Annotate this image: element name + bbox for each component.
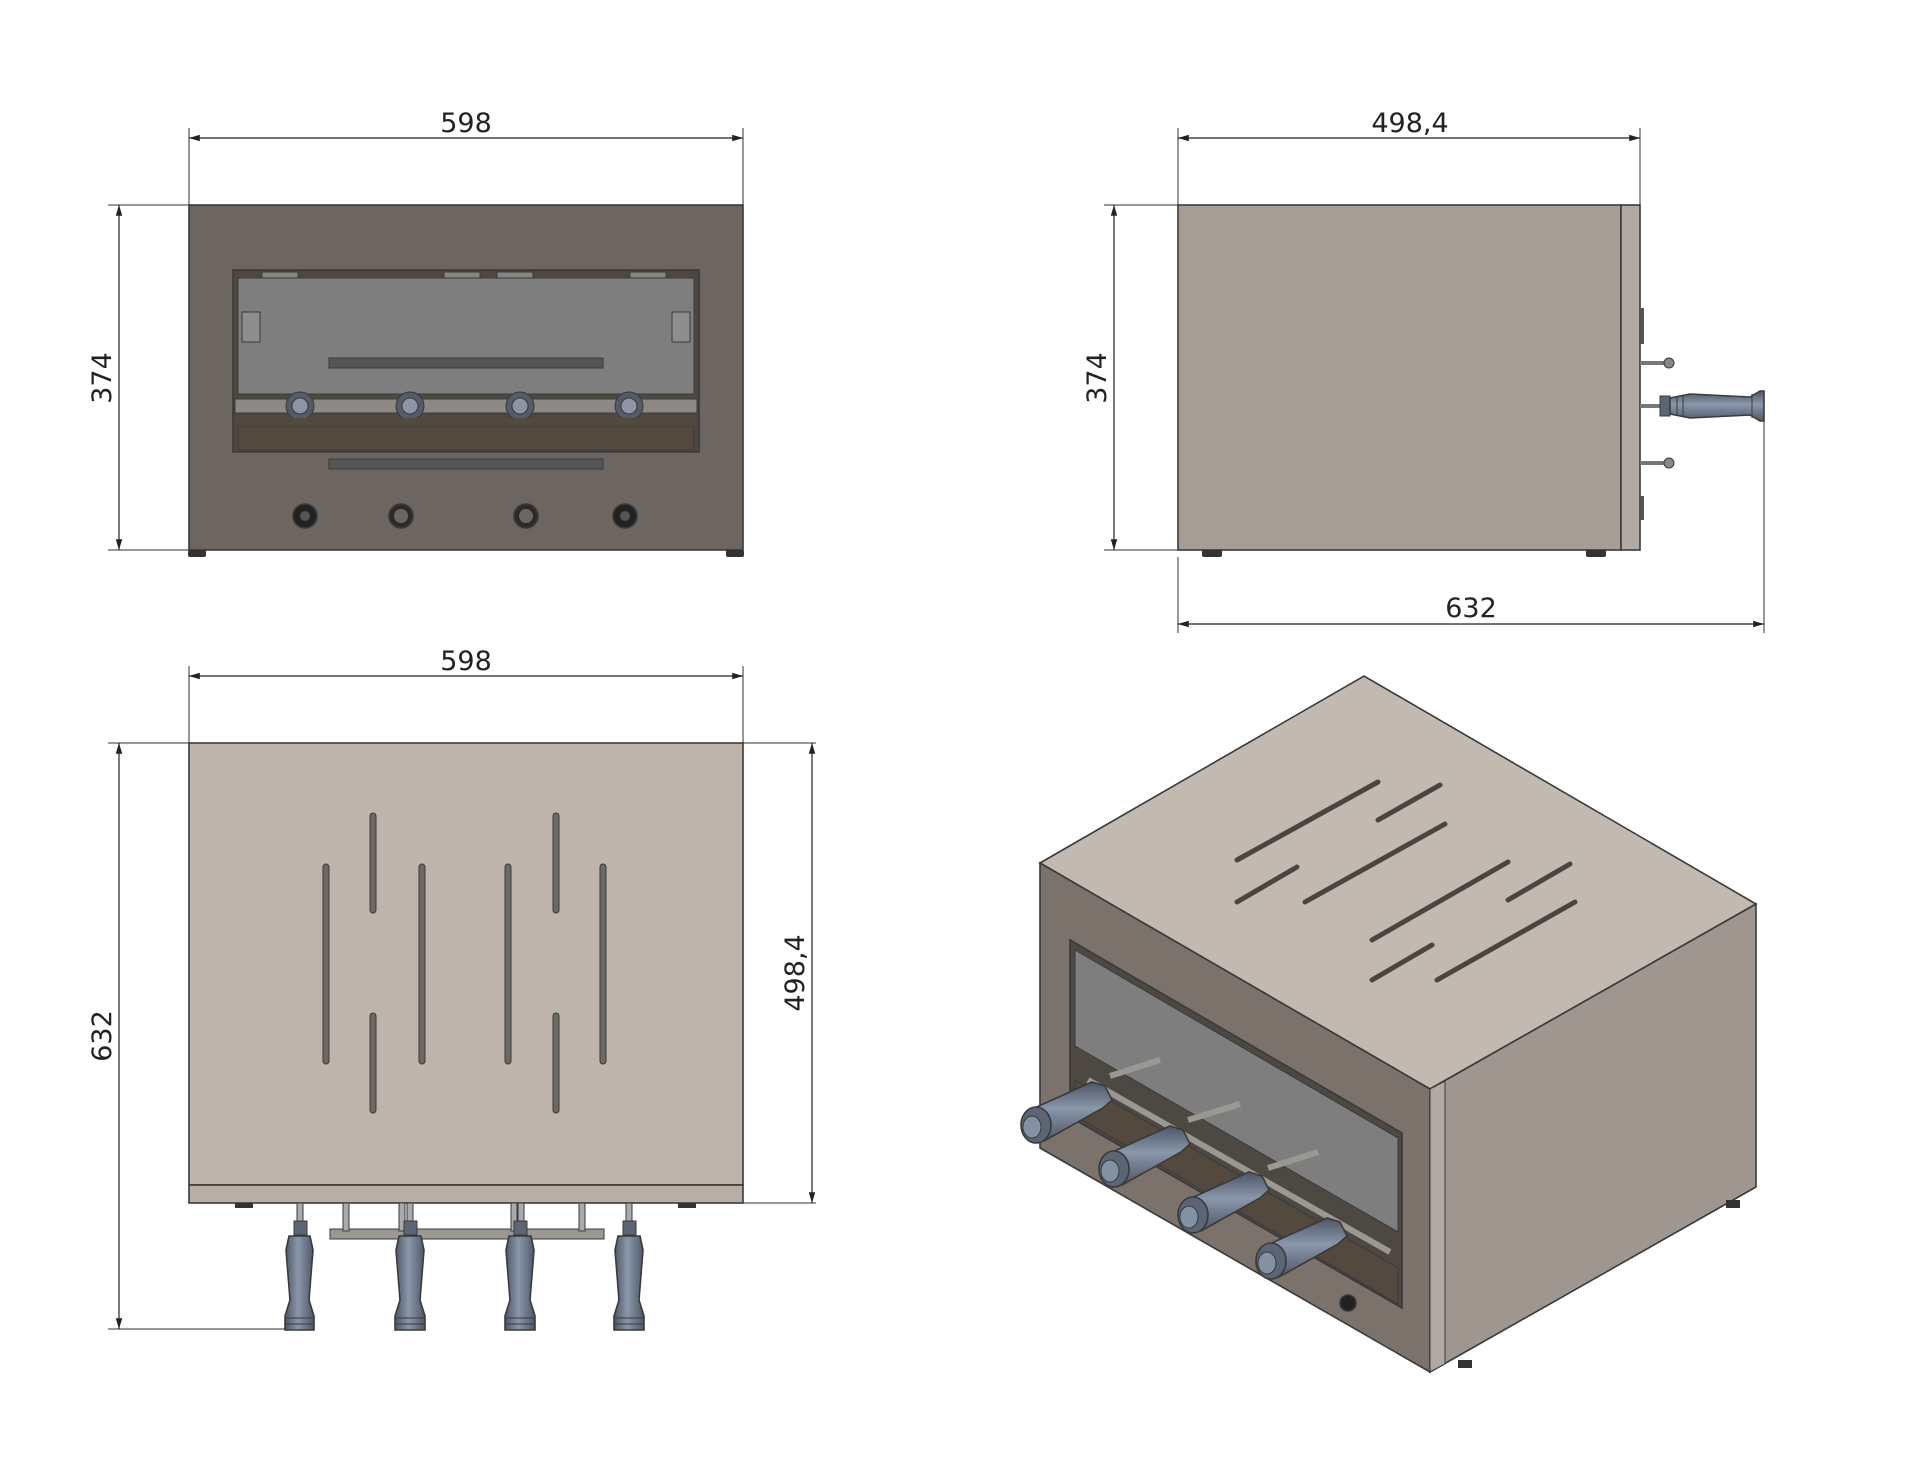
top-spit-rods (296, 1202, 633, 1240)
front-view: 598 374 (87, 108, 744, 557)
front-height-dimension: 374 (87, 204, 189, 551)
top-handle (394, 1220, 426, 1331)
spit-rail (234, 398, 698, 414)
iso-handle (1255, 1217, 1348, 1280)
side-view: 498,4 374 (1082, 108, 1765, 633)
iso-handle (1177, 1171, 1270, 1234)
iso-handles (1020, 1081, 1348, 1280)
top-width-label: 598 (440, 646, 492, 677)
side-height-label: 374 (1082, 352, 1113, 404)
front-height-label: 374 (87, 352, 118, 404)
iso-top-vent-slots (1234, 779, 1578, 983)
side-width-label: 498,4 (1371, 108, 1448, 139)
lower-window (237, 425, 695, 451)
front-frame-edge (1620, 204, 1641, 551)
side-handle (1659, 390, 1765, 422)
iso-handle (1020, 1081, 1113, 1144)
iso-handle (1098, 1125, 1191, 1188)
side-panel (1177, 204, 1622, 551)
top-body-depth-dimension: 498,4 (743, 742, 816, 1204)
top-handle (284, 1220, 315, 1331)
top-depth-label: 632 (87, 1010, 118, 1062)
top-handle (504, 1220, 536, 1331)
side-height-dimension: 374 (1082, 204, 1178, 551)
top-view: 598 632 498,4 (87, 646, 816, 1331)
top-handles (284, 1220, 645, 1331)
side-overall-depth-dimension: 632 (1177, 421, 1765, 633)
front-spit-hubs (285, 391, 644, 421)
front-width-label: 598 (440, 108, 492, 139)
top-body-depth-label: 498,4 (780, 934, 811, 1011)
top-handle (613, 1220, 645, 1331)
front-control-knobs (292, 503, 638, 529)
top-surface (188, 742, 744, 1186)
iso-glass-panel (1074, 949, 1399, 1233)
top-width-dimension: 598 (188, 646, 744, 743)
front-width-dimension: 598 (188, 108, 744, 205)
side-overall-depth-label: 632 (1445, 593, 1497, 624)
top-depth-dimension: 632 (87, 742, 286, 1330)
side-width-dimension: 498,4 (1177, 108, 1641, 205)
side-spit-pins (1640, 357, 1675, 469)
isometric-view (1020, 675, 1758, 1374)
top-front-frame (188, 1184, 744, 1204)
top-vent-slots (322, 812, 607, 1114)
glass-panel (237, 277, 695, 395)
glass-slot (328, 357, 604, 369)
